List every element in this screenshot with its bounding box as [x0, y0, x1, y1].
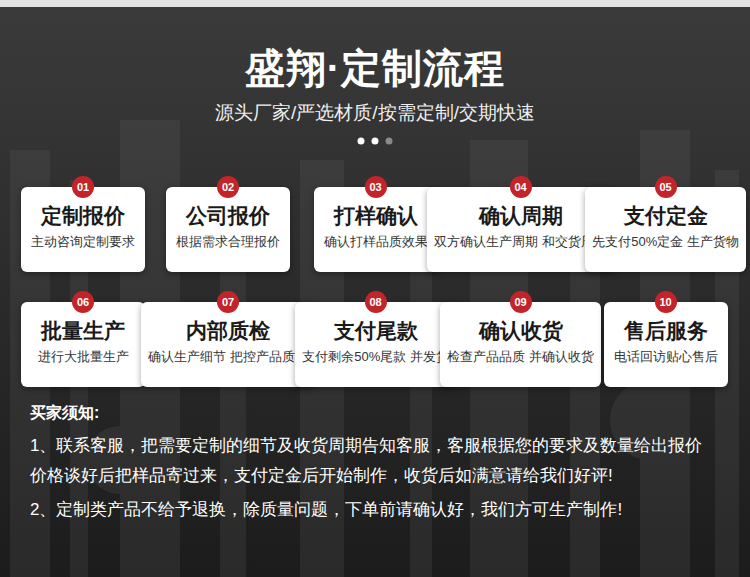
step-number: 02	[217, 176, 239, 198]
step-card: 02公司报价根据需求合理报价	[166, 187, 290, 272]
step-description: 确认打样品质效果	[324, 232, 428, 251]
step-number: 04	[510, 176, 532, 198]
step-card: 05支付定金先支付50%定金 生产货物	[585, 187, 746, 272]
step-card: 03打样确认确认打样品质效果	[314, 187, 438, 272]
step-description: 根据需求合理报价	[176, 232, 280, 251]
step-description: 支付剩余50%尾款 并发货	[302, 347, 449, 366]
step-description: 电话回访贴心售后	[614, 347, 718, 366]
step-title: 支付尾款	[334, 318, 418, 344]
notice-heading: 买家须知:	[30, 401, 330, 425]
step-card: 01定制报价主动咨询定制要求	[21, 187, 145, 272]
step-number: 10	[655, 291, 677, 313]
step-title: 公司报价	[186, 203, 270, 229]
pager-dot	[372, 138, 379, 145]
top-strip	[0, 0, 750, 7]
step-number: 03	[365, 176, 387, 198]
step-description: 先支付50%定金 生产货物	[592, 232, 739, 251]
step-description: 确认生产细节 把控产品质量	[148, 347, 308, 366]
step-card: 08支付尾款支付剩余50%尾款 并发货	[295, 302, 456, 387]
step-number: 09	[510, 291, 532, 313]
step-description: 双方确认生产周期 和交货周期	[434, 232, 607, 251]
step-description: 进行大批量生产	[38, 347, 129, 366]
subtitle: 源头厂家/严选材质/按需定制/交期快速	[0, 101, 750, 125]
step-description: 检查产品品质 并确认收货	[447, 347, 594, 366]
step-title: 批量生产	[41, 318, 125, 344]
notice-text: 1、联系客服，把需要定制的细节及收货周期告知客服，客服根据您的要求及数量给出报价…	[30, 431, 742, 491]
pager-dot	[358, 138, 365, 145]
step-number: 01	[72, 176, 94, 198]
step-number: 05	[655, 176, 677, 198]
step-title: 支付定金	[624, 203, 708, 229]
pager-dot	[386, 138, 393, 145]
step-title: 确认收货	[479, 318, 563, 344]
step-card: 07内部质检确认生产细节 把控产品质量	[141, 302, 315, 387]
title: 盛翔·定制流程	[0, 42, 750, 94]
step-title: 定制报价	[41, 203, 125, 229]
step-card: 09确认收货检查产品品质 并确认收货	[440, 302, 601, 387]
step-card: 06批量生产进行大批量生产	[21, 302, 145, 387]
step-number: 06	[72, 291, 94, 313]
step-card: 10售后服务电话回访贴心售后	[604, 302, 728, 387]
step-title: 确认周期	[479, 203, 563, 229]
step-number: 07	[217, 291, 239, 313]
step-title: 售后服务	[624, 318, 708, 344]
step-title: 打样确认	[334, 203, 418, 229]
step-description: 主动咨询定制要求	[31, 232, 135, 251]
step-title: 内部质检	[186, 318, 270, 344]
step-number: 08	[365, 291, 387, 313]
notice-text: 2、定制类产品不给予退换，除质量问题，下单前请确认好，我们方可生产制作!	[30, 495, 742, 525]
